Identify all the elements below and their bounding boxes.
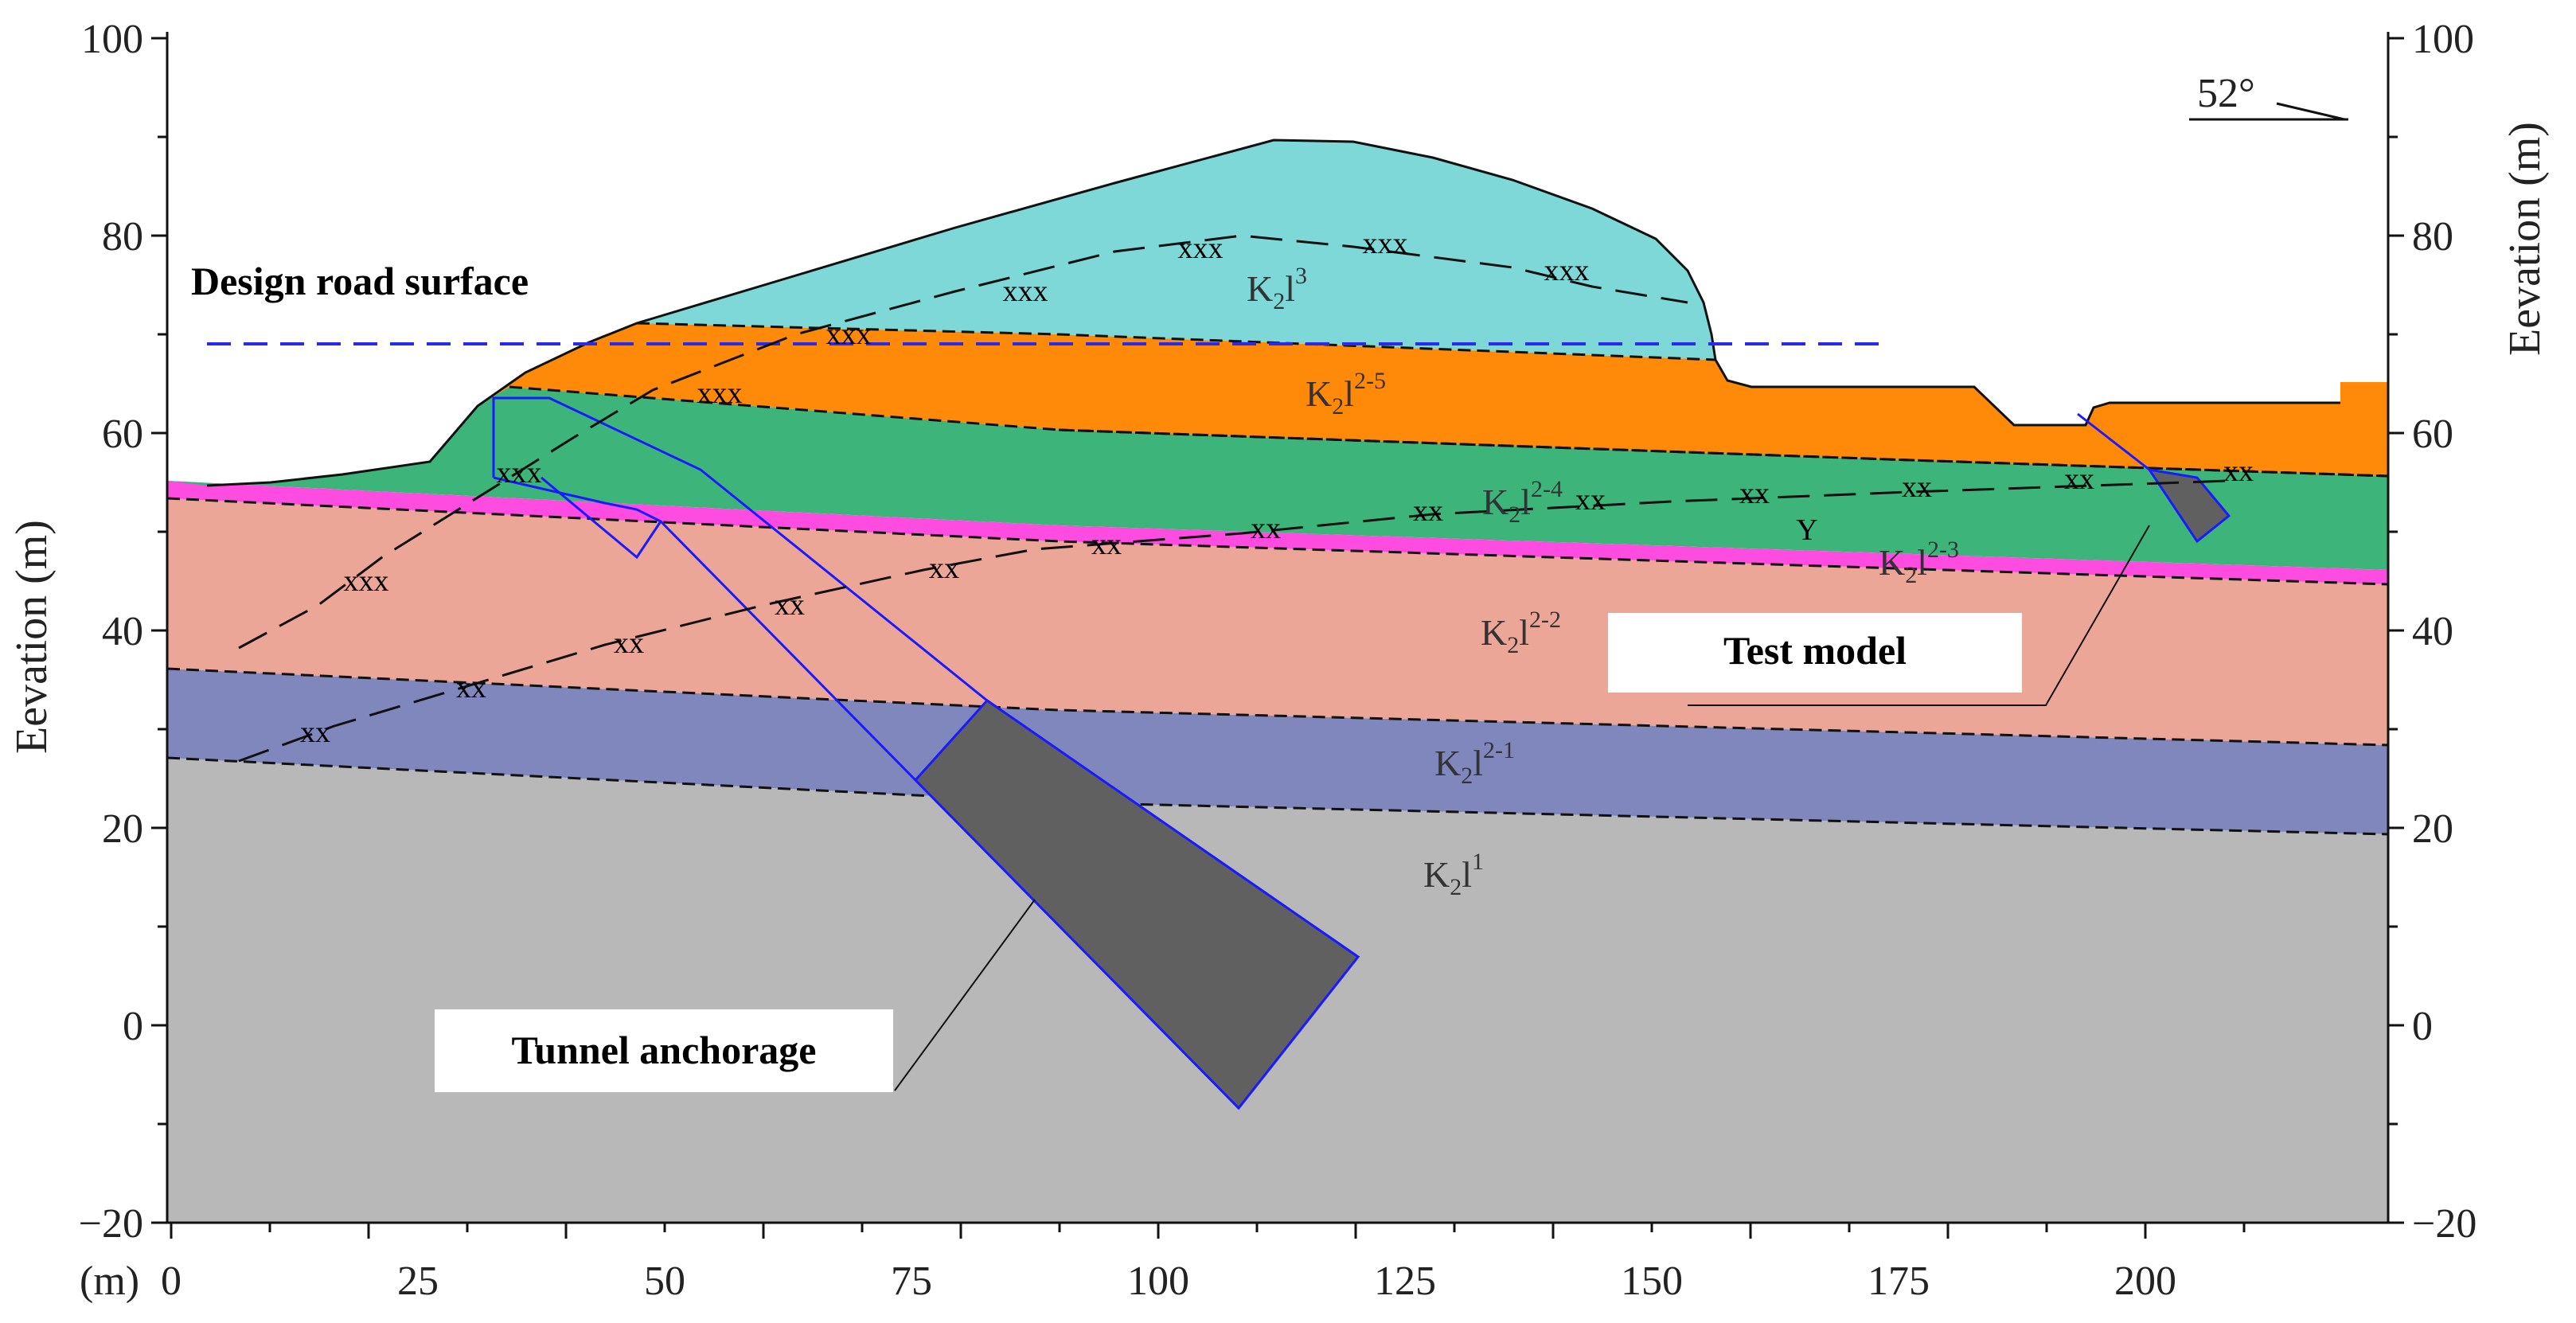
- x-tick-label-150: 150: [1621, 1259, 1683, 1304]
- cross-mark-13: xx: [929, 552, 959, 585]
- svg-text:K2l3: K2l3: [1247, 263, 1307, 314]
- y-tick-label-right-20: 20: [2412, 806, 2453, 852]
- x-tick-label-75: 75: [891, 1259, 932, 1304]
- tunnel-anchorage-body: [913, 699, 1360, 1110]
- cross-mark-17: xx: [1575, 483, 1606, 517]
- x-unit-label: (m): [80, 1259, 139, 1304]
- svg-text:K2l2-3: K2l2-3: [1879, 537, 1959, 588]
- y-tick-label-right-40: 40: [2412, 609, 2453, 654]
- label-k2l2-2: K2l2-2: [1481, 607, 1561, 658]
- y-tick-label-left-20: 20: [102, 806, 143, 852]
- y-tick-label-left-40: 40: [102, 609, 143, 654]
- test-model-label-box: [1608, 613, 2022, 693]
- cross-mark-7: xxx: [1363, 227, 1408, 260]
- label-k2l2-4: K2l2-4: [1482, 476, 1563, 528]
- x-tick-label-25: 25: [397, 1259, 439, 1304]
- tunnel-anchorage-label: Tunnel anchorage: [512, 1028, 817, 1072]
- joint-trace-lower: [238, 479, 2230, 763]
- svg-text:K2l2-1: K2l2-1: [1434, 737, 1515, 789]
- cross-mark-18: xx: [1739, 477, 1770, 510]
- layer-k2l2-1: [167, 669, 2388, 834]
- joint-trace-upper: [238, 234, 1688, 650]
- y-tick-label-right-minus20: −20: [2412, 1201, 2476, 1247]
- label-k2l3: K2l3: [1247, 263, 1307, 314]
- tunnel-anchorage-label-box: [435, 1009, 893, 1092]
- y-tick-label-right-0: 0: [2412, 1004, 2433, 1049]
- boundary-k2l2-5-bottom: [1058, 428, 2389, 478]
- y-tick-label-left-80: 80: [102, 214, 143, 260]
- y-tick-label-left-100: 100: [81, 17, 143, 62]
- cross-mark-6: xxx: [1178, 232, 1224, 265]
- y-tick-label-left-0: 0: [123, 1004, 143, 1049]
- cross-mark-12: xx: [775, 588, 805, 622]
- test-model-body: [2146, 467, 2231, 544]
- x-tick-label-100: 100: [1127, 1259, 1189, 1304]
- cross-mark-4: xxx: [826, 318, 872, 351]
- y-tick-label-left-60: 60: [102, 412, 143, 457]
- label-k2l2-1: K2l2-1: [1434, 737, 1515, 789]
- cross-mark-14: xx: [1091, 528, 1122, 561]
- cross-mark-2: xxx: [497, 456, 542, 490]
- cross-mark-9: xx: [300, 716, 330, 749]
- strike-angle-label: 52°: [2197, 71, 2255, 116]
- ground-surface: [206, 139, 2340, 487]
- cross-mark-1: xxx: [344, 564, 389, 598]
- svg-text:K2l2-5: K2l2-5: [1306, 368, 1386, 420]
- y-axis-title-right: Eevation (m): [2500, 122, 2550, 356]
- test-model-label: Test model: [1723, 628, 1907, 673]
- design-road-surface-label: Design road surface: [191, 259, 529, 303]
- cross-mark-3: xxx: [697, 377, 743, 410]
- layer-k2l2-4: [167, 387, 2388, 570]
- y-tick-label-right-60: 60: [2412, 412, 2453, 457]
- cross-mark-16: xx: [1413, 494, 1443, 528]
- cross-mark-21: xx: [2223, 455, 2254, 488]
- cross-mark-19: xx: [1902, 470, 1932, 504]
- x-tick-label-50: 50: [644, 1259, 685, 1304]
- tunnel-anchorage-inner-line: [541, 476, 662, 560]
- cross-mark-10: xx: [456, 671, 486, 704]
- cross-mark-15: xx: [1251, 512, 1281, 545]
- label-k2l1: K2l1: [1423, 849, 1484, 900]
- x-tick-label-0: 0: [161, 1259, 181, 1304]
- test-model-leader: [1688, 525, 2150, 706]
- y-tick-label-right-80: 80: [2412, 214, 2453, 260]
- y-ticks-left: [151, 37, 167, 1224]
- y-tick-label-left-minus20: −20: [79, 1201, 143, 1247]
- y-tick-label-right-100: 100: [2412, 17, 2474, 62]
- x-tick-label-125: 125: [1374, 1259, 1436, 1304]
- y-ticks-right: [2388, 37, 2404, 1224]
- tunnel-anchorage-leader: [894, 899, 1036, 1091]
- cross-mark-8: xxx: [1544, 254, 1590, 287]
- layer-k2l2-5: [478, 323, 2388, 476]
- x-tick-label-175: 175: [1868, 1259, 1930, 1304]
- cross-mark-11: xx: [614, 626, 644, 660]
- strike-arrow-icon: [2276, 102, 2345, 121]
- y-axis-title-left: Eevation (m): [7, 520, 57, 754]
- cross-mark-20: xx: [2064, 462, 2094, 496]
- x-tick-label-200: 200: [2114, 1259, 2176, 1304]
- svg-text:K2l1: K2l1: [1423, 849, 1484, 900]
- svg-text:K2l2-2: K2l2-2: [1481, 607, 1561, 658]
- label-k2l2-5: K2l2-5: [1306, 368, 1386, 420]
- x-ticks: [170, 1223, 2246, 1239]
- symbol-y-mark: Y: [1796, 513, 1817, 547]
- svg-text:K2l2-4: K2l2-4: [1482, 476, 1563, 528]
- label-k2l2-3: K2l2-3: [1879, 537, 1959, 588]
- layer-weak-interlayer: [167, 481, 2388, 584]
- cross-mark-5: xxx: [1003, 275, 1048, 308]
